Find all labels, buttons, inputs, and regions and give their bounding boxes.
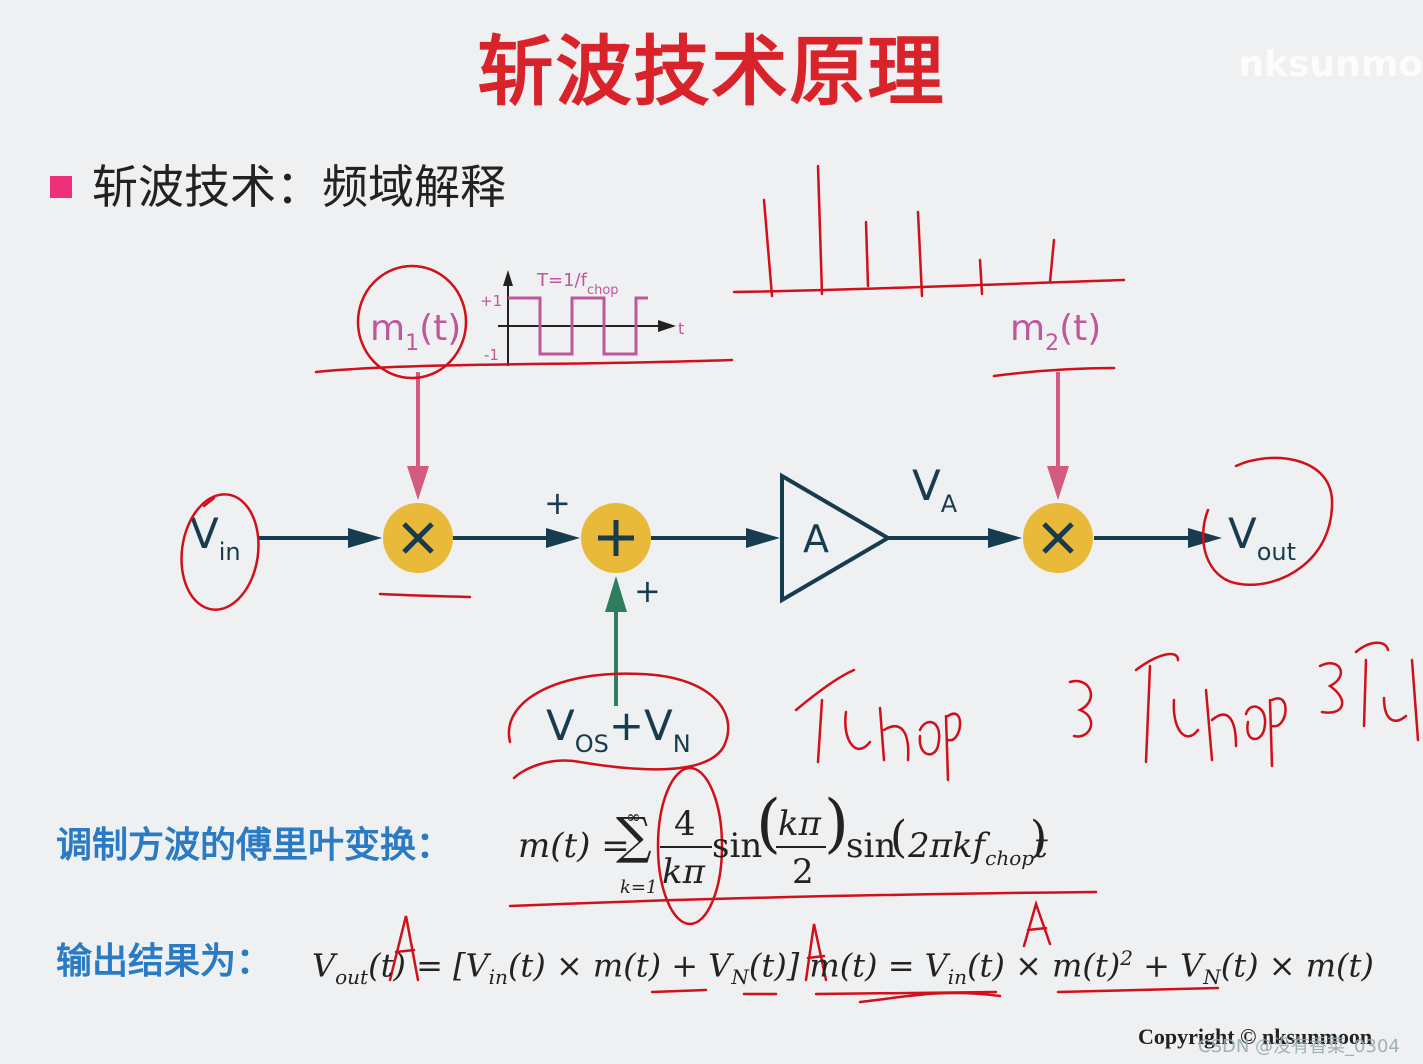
frac2-bar (776, 846, 826, 848)
copyright: Copyright © nksunmoon (1138, 1024, 1373, 1049)
sum-top: ∞ (626, 807, 641, 828)
vout-label: Vout (1228, 509, 1296, 566)
sin1: sin (712, 826, 763, 866)
vin-label: Vin (190, 509, 241, 566)
paren1-open: ( (756, 787, 781, 861)
period-label: T=1/fchop (536, 270, 619, 298)
wave-t-label: t (678, 319, 684, 338)
fourier-lhs: m(t) = (518, 826, 630, 866)
fourier-label: 调制方波的傅里叶变换： (56, 825, 453, 866)
sum-bottom: k=1 (620, 877, 658, 898)
signal-arrowheads (348, 528, 1222, 548)
frac1-bar (660, 846, 712, 848)
bullet-square-icon (50, 176, 72, 198)
plus-top-sign: + (544, 484, 571, 522)
sin2: sin (846, 826, 897, 866)
arg2: 2πkfchopt (908, 826, 1048, 870)
csdn-watermark: CSDN @没有香菜_0304 (1198, 1036, 1400, 1057)
m1-label: m1(t) (370, 308, 461, 356)
square-wave-plot: +1 -1 t T=1/fchop (480, 270, 684, 366)
output-formula: Vout(t) = [Vin(t) × m(t) + VN(t)] m(t) =… (312, 946, 1374, 990)
frac1-den: kπ (662, 852, 705, 892)
page-title: 斩波技术原理 (477, 27, 946, 116)
frac1-num: 4 (674, 804, 696, 844)
sum-sign: ∑ (616, 807, 652, 865)
multiplier-1 (383, 503, 453, 573)
bullet-row: 斩波技术：频域解释 (50, 155, 506, 219)
paren1-close: ) (824, 787, 849, 861)
output-label: 输出结果为： (56, 941, 273, 982)
frac2-num: kπ (778, 804, 821, 844)
paren2-close: ) (1030, 812, 1048, 863)
plus-bottom-sign: + (634, 572, 661, 610)
wave-plus-label: +1 (480, 292, 502, 310)
adder (581, 503, 651, 573)
bullet-text: 斩波技术：频域解释 (92, 160, 506, 214)
va-label: VA (912, 461, 958, 518)
vos-vn-label: VOS+VN (546, 701, 691, 758)
amplifier-label: A (803, 517, 829, 561)
multiplier-2 (1023, 503, 1093, 573)
paren2-open: ( (890, 812, 908, 863)
wave-minus-label: -1 (484, 346, 499, 364)
modulation-arrows (407, 372, 1069, 500)
watermark: nksunmo (1238, 44, 1423, 85)
amplifier-triangle (780, 472, 892, 604)
m2-label: m2(t) (1010, 308, 1101, 356)
offset-arrow (605, 576, 627, 706)
frac2-den: 2 (792, 852, 814, 892)
handwritten-annotations (180, 164, 1420, 1004)
